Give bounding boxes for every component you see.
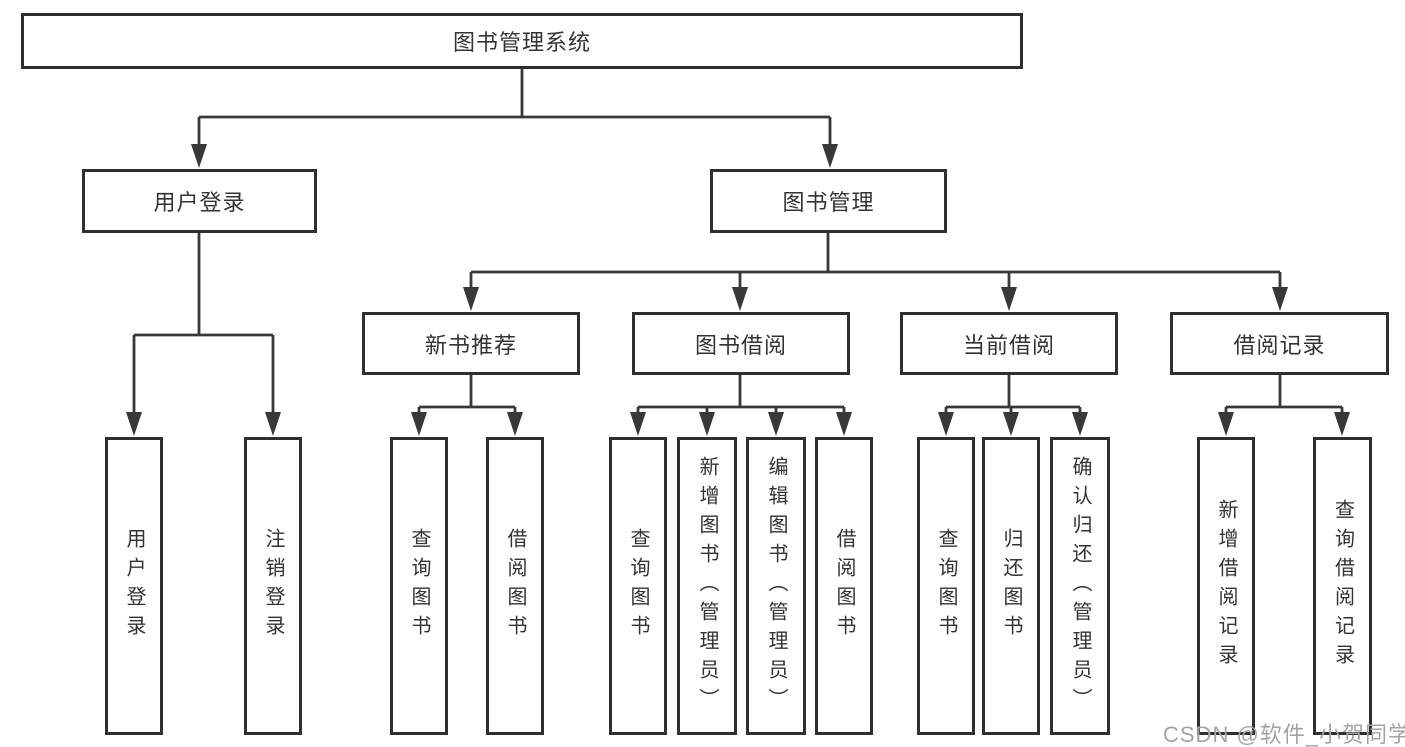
connector-borrowing-records [1224,375,1344,414]
leaf-query-borrow-record: 查询借阅记录 [1313,437,1372,735]
leaf-borrow-books-borrowing: 借阅图书 [815,437,873,735]
node-current-borrowing: 当前借阅 [900,312,1118,375]
leaf-edit-books-admin: 编辑图书（管理员） [746,437,806,735]
node-new-book-recommend: 新书推荐 [362,312,580,375]
leaf-user-login: 用户登录 [105,437,163,735]
node-borrowing-records: 借阅记录 [1170,312,1389,375]
arrowheads [126,144,1350,436]
node-book-borrowing: 图书借阅 [632,312,850,375]
node-library-system: 图书管理系统 [21,13,1023,69]
leaf-add-borrow-record: 新增借阅记录 [1197,437,1255,735]
node-book-management: 图书管理 [710,169,947,233]
leaf-logout-login: 注销登录 [244,437,302,735]
connector-user-login [132,233,275,414]
leaf-query-books-borrowing: 查询图书 [609,437,667,735]
leaf-borrow-books-recommend: 借阅图书 [486,437,544,735]
node-user-login: 用户登录 [82,169,317,233]
connector-new-book-recommend [417,375,517,414]
leaf-query-books-current: 查询图书 [917,437,975,735]
connector-current-borrowing [944,375,1082,414]
connector-root [197,69,832,146]
leaf-add-books-admin: 新增图书（管理员） [677,437,737,735]
connector-book-management [469,233,1282,289]
connector-book-borrowing [636,375,846,414]
leaf-query-books-recommend: 查询图书 [390,437,448,735]
leaf-confirm-return-admin: 确认归还（管理员） [1050,437,1110,735]
leaf-return-books: 归还图书 [982,437,1040,735]
csdn-watermark: CSDN @软件_小贺同学 [1163,722,1405,747]
